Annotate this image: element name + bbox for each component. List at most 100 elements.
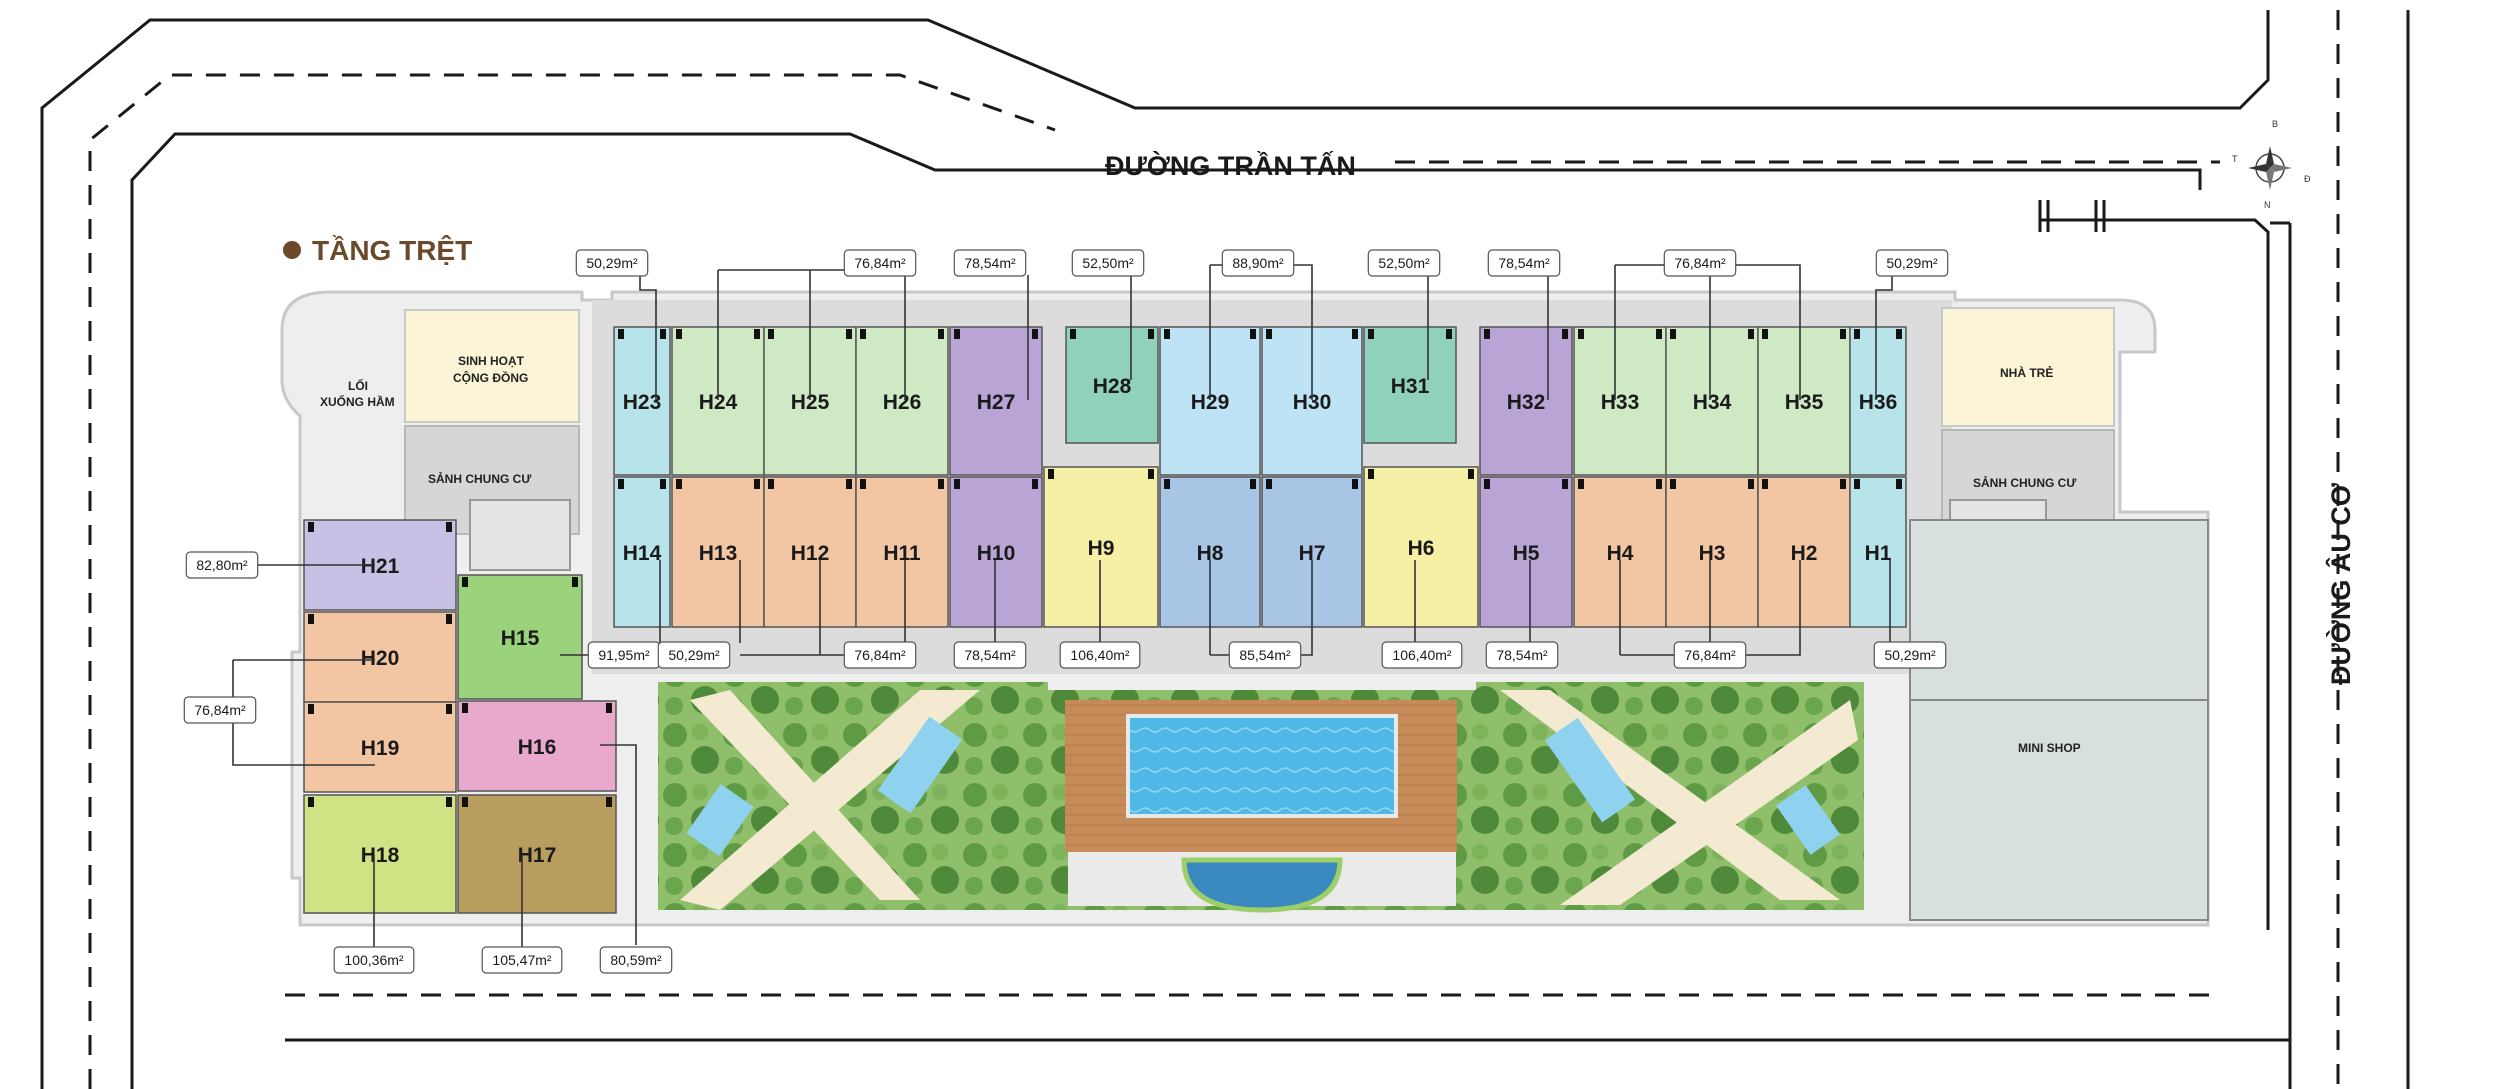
area-tag-text: 106,40m²	[1392, 647, 1451, 663]
area-tag-box	[1381, 641, 1463, 669]
unit-shape[interactable]	[457, 794, 617, 914]
window-mark	[1032, 329, 1038, 339]
unit-h10[interactable]: H10	[949, 476, 1043, 628]
unit-shape[interactable]	[1849, 326, 1907, 476]
unit-shape[interactable]	[855, 326, 949, 476]
unit-shape[interactable]	[1065, 326, 1159, 444]
unit-h16[interactable]: H16	[457, 700, 617, 792]
swimming-pool	[1126, 714, 1398, 818]
unit-shape[interactable]	[1665, 476, 1759, 628]
unit-shape[interactable]	[1363, 326, 1457, 444]
road-centerlines	[88, 10, 2340, 1089]
unit-h19[interactable]: H19	[303, 701, 457, 793]
unit-label: H4	[1607, 542, 1634, 565]
unit-h13[interactable]: H13	[671, 476, 765, 628]
compass-south: N	[2264, 200, 2271, 210]
leader-line	[232, 659, 375, 766]
unit-shape[interactable]	[1479, 476, 1573, 628]
unit-label: H30	[1293, 391, 1332, 414]
unit-h31[interactable]: H31	[1363, 326, 1457, 444]
unit-shape[interactable]	[613, 326, 671, 476]
unit-label: H17	[518, 844, 557, 867]
unit-shape[interactable]	[1479, 326, 1573, 476]
unit-label: H14	[623, 542, 662, 565]
unit-shape[interactable]	[949, 476, 1043, 628]
area-tag-text: 50,29m²	[1886, 255, 1938, 271]
unit-h9[interactable]: H9	[1043, 466, 1159, 628]
unit-shape[interactable]	[1757, 476, 1851, 628]
compass-east: Đ	[2304, 174, 2311, 184]
unit-h15[interactable]: H15	[457, 574, 583, 700]
unit-label: H23	[623, 391, 662, 414]
unit-h2[interactable]: H2	[1757, 476, 1851, 628]
window-mark	[1578, 329, 1584, 339]
unit-h12[interactable]: H12	[763, 476, 857, 628]
unit-h36[interactable]: H36	[1849, 326, 1907, 476]
unit-h28[interactable]: H28	[1065, 326, 1159, 444]
unit-label: H1	[1865, 542, 1892, 565]
unit-label: H24	[699, 391, 738, 414]
unit-h33[interactable]: H33	[1573, 326, 1667, 476]
unit-h6[interactable]: H6	[1363, 466, 1479, 628]
unit-shape[interactable]	[303, 611, 457, 703]
area-tag-box	[599, 946, 673, 974]
window-mark	[446, 797, 452, 807]
unit-h32[interactable]: H32	[1479, 326, 1573, 476]
area-tag-box	[1873, 641, 1947, 669]
area-tag-box	[657, 641, 731, 669]
unit-h27[interactable]: H27	[949, 326, 1043, 476]
unit-shape[interactable]	[303, 701, 457, 793]
unit-shape[interactable]	[1757, 326, 1851, 476]
unit-label: H6	[1408, 537, 1435, 560]
unit-shape[interactable]	[1363, 466, 1479, 628]
unit-h23[interactable]: H23	[613, 326, 671, 476]
area-tag-h6: 106,40m²	[1381, 641, 1463, 669]
window-mark	[446, 704, 452, 714]
unit-h34[interactable]: H34	[1665, 326, 1759, 476]
unit-shape[interactable]	[457, 700, 617, 792]
unit-shape[interactable]	[1043, 466, 1159, 628]
unit-shape[interactable]	[457, 574, 583, 700]
unit-h20[interactable]: H20	[303, 611, 457, 703]
unit-shape[interactable]	[1573, 326, 1667, 476]
unit-h14[interactable]: H14	[613, 476, 671, 628]
area-tag-text: 52,50m²	[1378, 255, 1430, 271]
unit-h3[interactable]: H3	[1665, 476, 1759, 628]
unit-h35[interactable]: H35	[1757, 326, 1851, 476]
unit-h11[interactable]: H11	[855, 476, 949, 628]
unit-shape[interactable]	[763, 476, 857, 628]
window-mark	[1484, 479, 1490, 489]
unit-h18[interactable]: H18	[303, 794, 457, 914]
area-tag-box	[1487, 249, 1561, 277]
unit-shape[interactable]	[303, 794, 457, 914]
unit-h26[interactable]: H26	[855, 326, 949, 476]
community-room	[404, 309, 580, 423]
unit-h1[interactable]: H1	[1849, 476, 1907, 628]
area-tag-box	[185, 551, 259, 579]
window-mark	[1562, 329, 1568, 339]
window-mark	[1352, 479, 1358, 489]
window-mark	[446, 522, 452, 532]
unit-label: H10	[977, 542, 1016, 565]
area-tag-text: 50,29m²	[1884, 647, 1936, 663]
unit-shape[interactable]	[949, 326, 1043, 476]
window-mark	[768, 329, 774, 339]
window-mark	[1762, 329, 1768, 339]
unit-h5[interactable]: H5	[1479, 476, 1573, 628]
area-tag-box	[1228, 641, 1302, 669]
window-mark	[1446, 329, 1452, 339]
area-tag-box	[953, 641, 1027, 669]
unit-shape[interactable]	[855, 476, 949, 628]
area-tag-box	[183, 696, 257, 724]
unit-shape[interactable]	[671, 476, 765, 628]
unit-shape[interactable]	[1849, 476, 1907, 628]
area-tag-h33-h35: 76,84m²	[1663, 249, 1737, 277]
area-tag-h27: 78,54m²	[953, 249, 1027, 277]
area-tag-text: 78,54m²	[964, 647, 1016, 663]
lobby-left-stairs	[469, 499, 571, 571]
nursery-label: NHÀ TRẺ	[2000, 365, 2053, 380]
area-tag-h31: 52,50m²	[1367, 249, 1441, 277]
unit-h17[interactable]: H17	[457, 794, 617, 914]
area-tag-h28: 52,50m²	[1071, 249, 1145, 277]
area-tag-box	[1673, 641, 1747, 669]
